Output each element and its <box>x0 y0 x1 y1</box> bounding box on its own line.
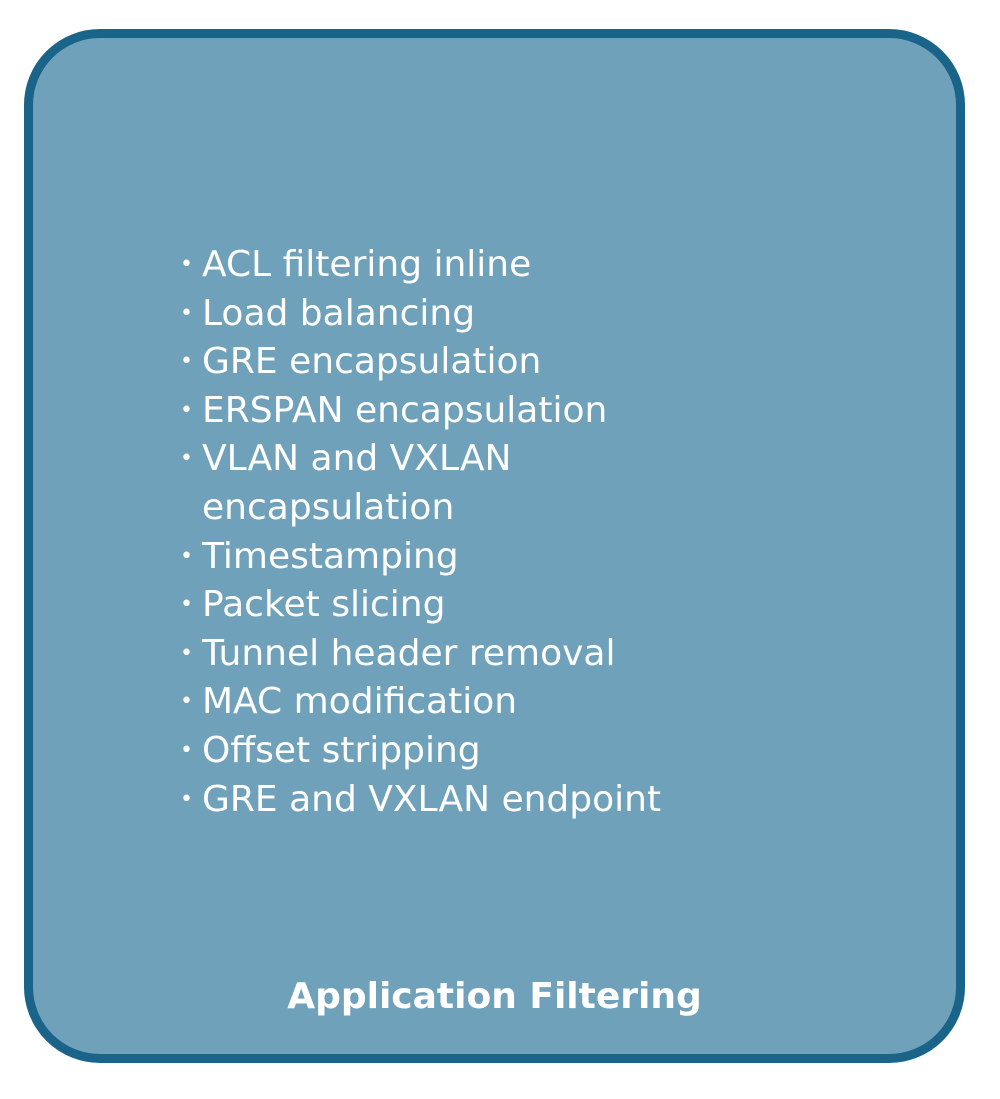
feature-label: Timestamping <box>202 535 459 577</box>
feature-list-item: • Offset stripping <box>180 727 740 776</box>
feature-label: ACL filtering inline <box>202 244 532 285</box>
bullet-icon: • <box>180 543 193 569</box>
bullet-icon: • <box>180 689 193 715</box>
feature-list-item: • GRE encapsulation <box>180 338 740 387</box>
feature-list-item: • Packet slicing <box>180 581 740 630</box>
feature-list-item: • Load balancing <box>180 290 740 339</box>
application-filtering-card: • ACL filtering inline • Load balancing • G… <box>24 29 965 1063</box>
bullet-icon: • <box>180 592 193 618</box>
feature-list-item: • MAC modification <box>180 678 740 727</box>
bullet-icon: • <box>180 397 193 423</box>
feature-list-item: • VLAN and VXLAN encapsulation <box>180 435 547 532</box>
bullet-icon: • <box>180 446 193 472</box>
feature-list-item: • Tunnel header removal <box>180 630 740 679</box>
bullet-icon: • <box>180 786 193 812</box>
feature-list-item: • ERSPAN encapsulation <box>180 387 740 436</box>
feature-label: Offset stripping <box>202 729 481 771</box>
bullet-icon: • <box>180 252 193 277</box>
feature-label: Packet slicing <box>202 584 446 626</box>
bullet-icon: • <box>180 640 193 666</box>
card-title: Application Filtering <box>287 976 702 1017</box>
feature-label: Tunnel header removal <box>202 632 616 674</box>
bullet-icon: • <box>180 300 193 326</box>
feature-label: MAC modification <box>202 681 518 723</box>
feature-list: • ACL filtering inline • Load balancing • G… <box>180 241 740 824</box>
feature-label: Load balancing <box>202 292 476 334</box>
feature-list-item: • GRE and VXLAN endpoint <box>180 776 740 825</box>
feature-list-item: • Timestamping <box>180 533 740 582</box>
feature-label: ERSPAN encapsulation <box>202 389 608 431</box>
feature-list-item: • ACL filtering inline <box>180 241 740 290</box>
feature-label: GRE encapsulation <box>202 341 542 383</box>
bullet-icon: • <box>180 349 193 375</box>
feature-label: GRE and VXLAN endpoint <box>202 778 662 820</box>
bullet-icon: • <box>180 737 193 763</box>
feature-label: VLAN and VXLAN encapsulation <box>202 438 512 528</box>
